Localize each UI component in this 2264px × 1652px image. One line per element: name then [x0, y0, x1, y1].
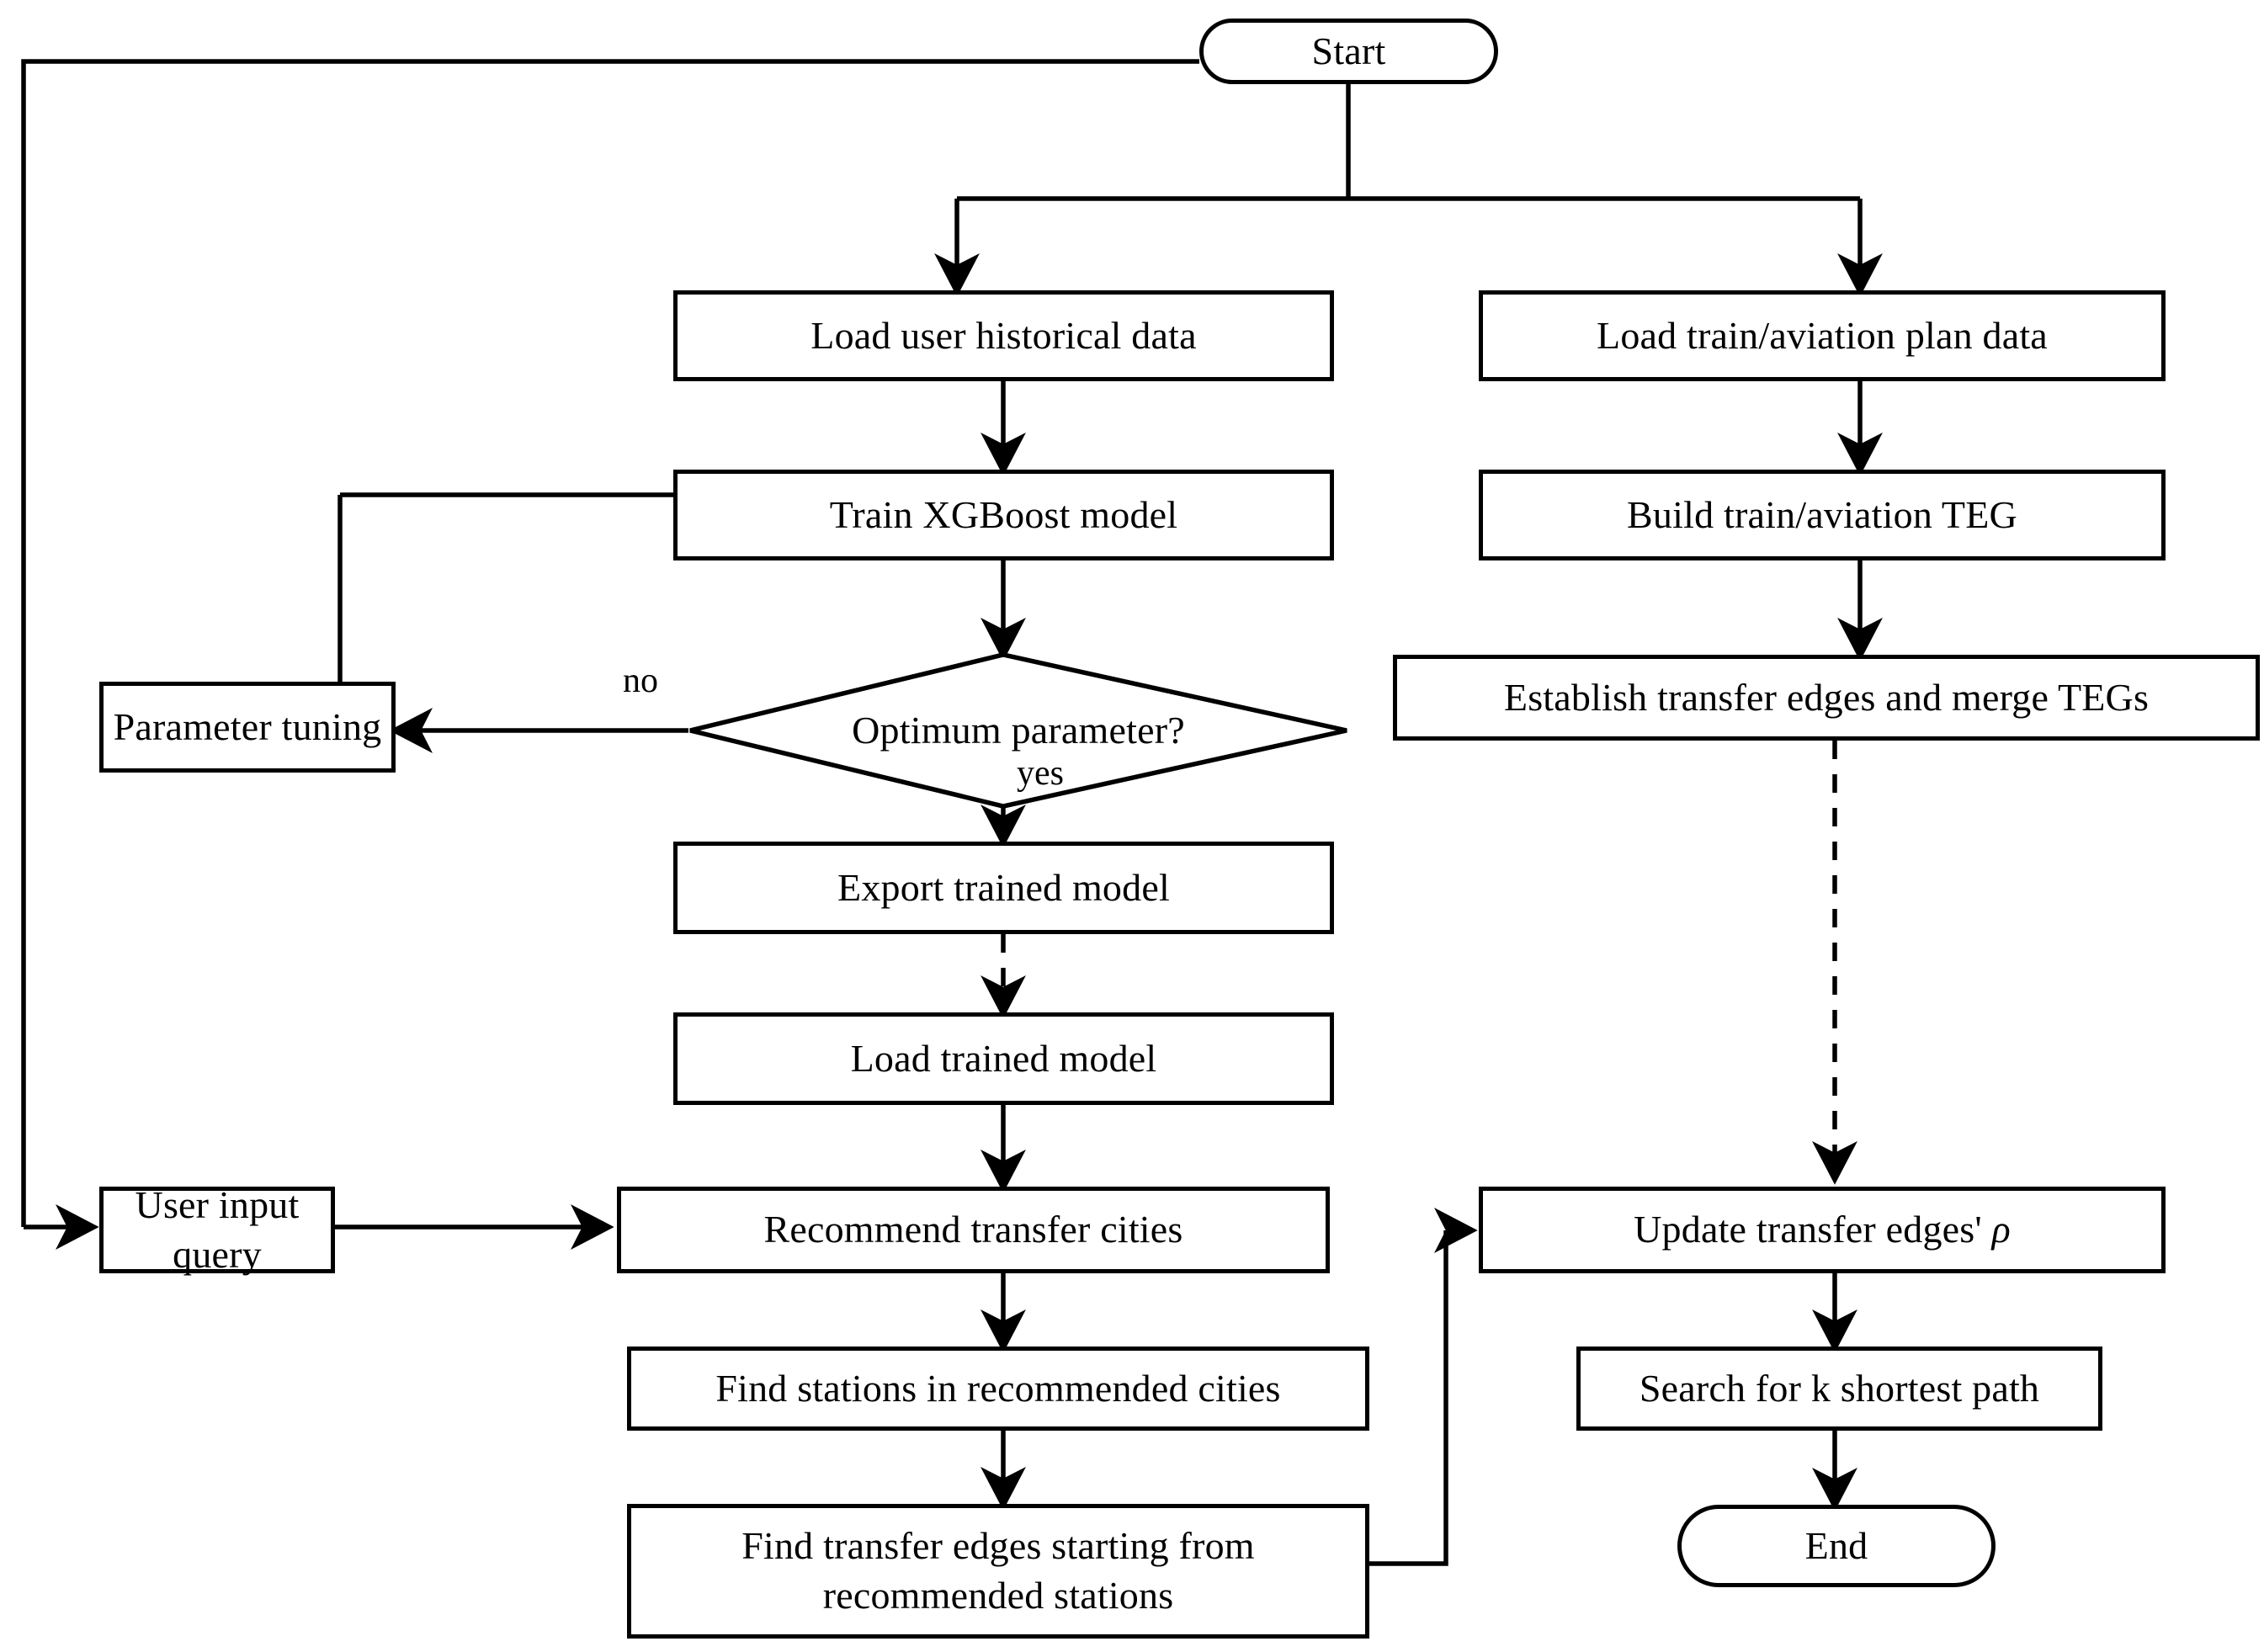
- node-search-for-k-shortest-path-label: Search for k shortest path: [1639, 1366, 2040, 1410]
- node-end-label: End: [1804, 1523, 1868, 1567]
- node-train-xgboost-model-label: Train XGBoost model: [829, 492, 1178, 536]
- node-user-input-query[interactable]: User input query: [99, 1183, 335, 1276]
- node-build-train-aviation-teg[interactable]: Build train/aviation TEG: [1479, 470, 2166, 560]
- node-user-input-query-label: User input query: [135, 1182, 300, 1276]
- node-search-for-k-shortest-path[interactable]: Search for k shortest path: [1576, 1347, 2102, 1431]
- node-parameter-tuning-label: Parameter tuning: [113, 704, 382, 748]
- node-export-trained-model[interactable]: Export trained model: [673, 842, 1334, 934]
- edge-label-no: no: [623, 661, 658, 700]
- node-export-trained-model-label: Export trained model: [837, 865, 1170, 909]
- node-find-transfer-edges-from-recommended-stations-label: Find transfer edges starting from recomm…: [741, 1524, 1255, 1617]
- node-start[interactable]: Start: [1199, 19, 1498, 84]
- node-update-transfer-edges-rho-label: Update transfer edges' ρ: [1634, 1208, 2011, 1251]
- rho-symbol: ρ: [1991, 1208, 2011, 1251]
- node-load-trained-model-label: Load trained model: [850, 1036, 1157, 1080]
- node-start-label: Start: [1311, 29, 1386, 72]
- node-recommend-transfer-cities[interactable]: Recommend transfer cities: [617, 1187, 1330, 1273]
- node-optimum-parameter-label: Optimum parameter?: [852, 708, 1185, 752]
- node-end[interactable]: End: [1677, 1505, 1996, 1587]
- edge-start-outer-loop: [21, 59, 1199, 1227]
- node-find-transfer-edges-from-recommended-stations[interactable]: Find transfer edges starting from recomm…: [627, 1504, 1369, 1639]
- node-build-train-aviation-teg-label: Build train/aviation TEG: [1627, 492, 2017, 536]
- node-load-train-aviation-plan-data[interactable]: Load train/aviation plan data: [1479, 290, 2166, 381]
- node-load-train-aviation-plan-data-label: Load train/aviation plan data: [1597, 313, 2048, 357]
- node-train-xgboost-model[interactable]: Train XGBoost model: [673, 470, 1334, 560]
- node-optimum-parameter-decision[interactable]: Optimum parameter?: [690, 655, 1347, 806]
- node-recommend-transfer-cities-label: Recommend transfer cities: [763, 1208, 1183, 1251]
- node-load-user-historical-data-label: Load user historical data: [810, 313, 1197, 357]
- node-load-user-historical-data[interactable]: Load user historical data: [673, 290, 1334, 381]
- edge-find-edges-loop: [1369, 1230, 1448, 1566]
- node-load-trained-model[interactable]: Load trained model: [673, 1012, 1334, 1105]
- node-find-stations-in-recommended-cities-label: Find stations in recommended cities: [715, 1366, 1281, 1410]
- node-establish-transfer-edges-and-merge-tegs[interactable]: Establish transfer edges and merge TEGs: [1393, 655, 2260, 741]
- node-parameter-tuning[interactable]: Parameter tuning: [99, 682, 396, 773]
- decision-diamond-shape: [689, 652, 1347, 809]
- node-update-transfer-edges-rho[interactable]: Update transfer edges' ρ: [1479, 1187, 2166, 1273]
- edge-label-yes: yes: [1017, 754, 1064, 793]
- node-find-stations-in-recommended-cities[interactable]: Find stations in recommended cities: [627, 1347, 1369, 1431]
- node-establish-transfer-edges-and-merge-tegs-label: Establish transfer edges and merge TEGs: [1503, 675, 2150, 719]
